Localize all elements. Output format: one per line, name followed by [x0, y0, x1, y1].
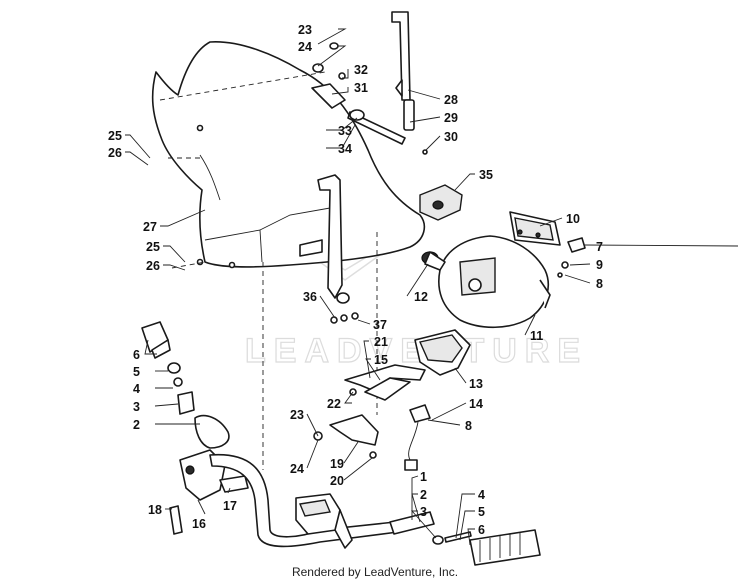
callout-23: 23 [298, 23, 312, 37]
mount-hardware-upper [311, 42, 428, 155]
callout-37: 37 [373, 318, 387, 332]
callout-20: 20 [330, 474, 344, 488]
callout-26b: 26 [146, 259, 160, 273]
callout-29: 29 [444, 111, 458, 125]
callout-27: 27 [143, 220, 157, 234]
callout-23b: 23 [290, 408, 304, 422]
callout-15: 15 [374, 353, 388, 367]
callout-26: 26 [108, 146, 122, 160]
callout-25b: 25 [146, 240, 160, 254]
leadventure-watermark: LEADVENTURE [244, 229, 588, 371]
callout-24: 24 [298, 40, 312, 54]
callout-33: 33 [338, 124, 352, 138]
watermark-text: LEADVENTURE [245, 332, 588, 370]
callout-16: 16 [192, 517, 206, 531]
callout-18: 18 [148, 503, 162, 517]
windshield [151, 41, 426, 269]
callout-4: 4 [133, 382, 140, 396]
left-grip-assembly [141, 321, 230, 449]
callout-13: 13 [469, 377, 483, 391]
callout-22: 22 [327, 397, 341, 411]
gauge-bezel [509, 211, 561, 246]
callout-2b: 2 [420, 488, 427, 502]
callout-34: 34 [338, 142, 352, 156]
callout-labels: 23 24 32 31 28 29 30 33 34 25 26 35 27 1… [108, 23, 603, 537]
callout-6: 6 [133, 348, 140, 362]
callout-17: 17 [223, 499, 237, 513]
leader-lines [125, 28, 739, 546]
callout-11: 11 [530, 329, 543, 343]
lower-bracket [313, 414, 379, 459]
callout-32: 32 [354, 63, 368, 77]
mount-block [419, 184, 463, 221]
callout-25: 25 [108, 129, 122, 143]
callout-30: 30 [444, 130, 458, 144]
gauge-housing [414, 329, 471, 376]
callout-24b: 24 [290, 462, 304, 476]
callout-19: 19 [330, 457, 344, 471]
wiring-connector [404, 404, 431, 471]
gauge-bracket [344, 364, 426, 401]
callout-2: 2 [133, 418, 140, 432]
callout-3b: 3 [420, 505, 427, 519]
callout-9: 9 [596, 258, 603, 272]
callout-10: 10 [566, 212, 580, 226]
windshield-bracket [299, 174, 350, 304]
callout-8b: 8 [465, 419, 472, 433]
callout-8: 8 [596, 277, 603, 291]
callout-4b: 4 [478, 488, 485, 502]
key-switch [421, 251, 446, 271]
callout-21: 21 [374, 335, 388, 349]
mirror-rod [391, 11, 415, 131]
callout-36: 36 [303, 290, 317, 304]
callout-6b: 6 [478, 523, 485, 537]
callout-1: 1 [420, 470, 427, 484]
callout-5b: 5 [478, 505, 485, 519]
callout-31: 31 [354, 81, 368, 95]
callout-3: 3 [133, 400, 140, 414]
callout-5: 5 [133, 365, 140, 379]
right-grip-assembly [389, 511, 541, 566]
callout-14: 14 [469, 397, 483, 411]
bracket-hardware [330, 312, 359, 324]
connector-small [557, 237, 586, 278]
throttle-housing [295, 493, 353, 549]
callout-35: 35 [479, 168, 493, 182]
callout-28: 28 [444, 93, 458, 107]
headlight-pod [438, 235, 551, 329]
footer-credit: Rendered by LeadVenture, Inc. [291, 565, 459, 579]
callout-7: 7 [596, 240, 603, 254]
callout-12: 12 [414, 290, 428, 304]
